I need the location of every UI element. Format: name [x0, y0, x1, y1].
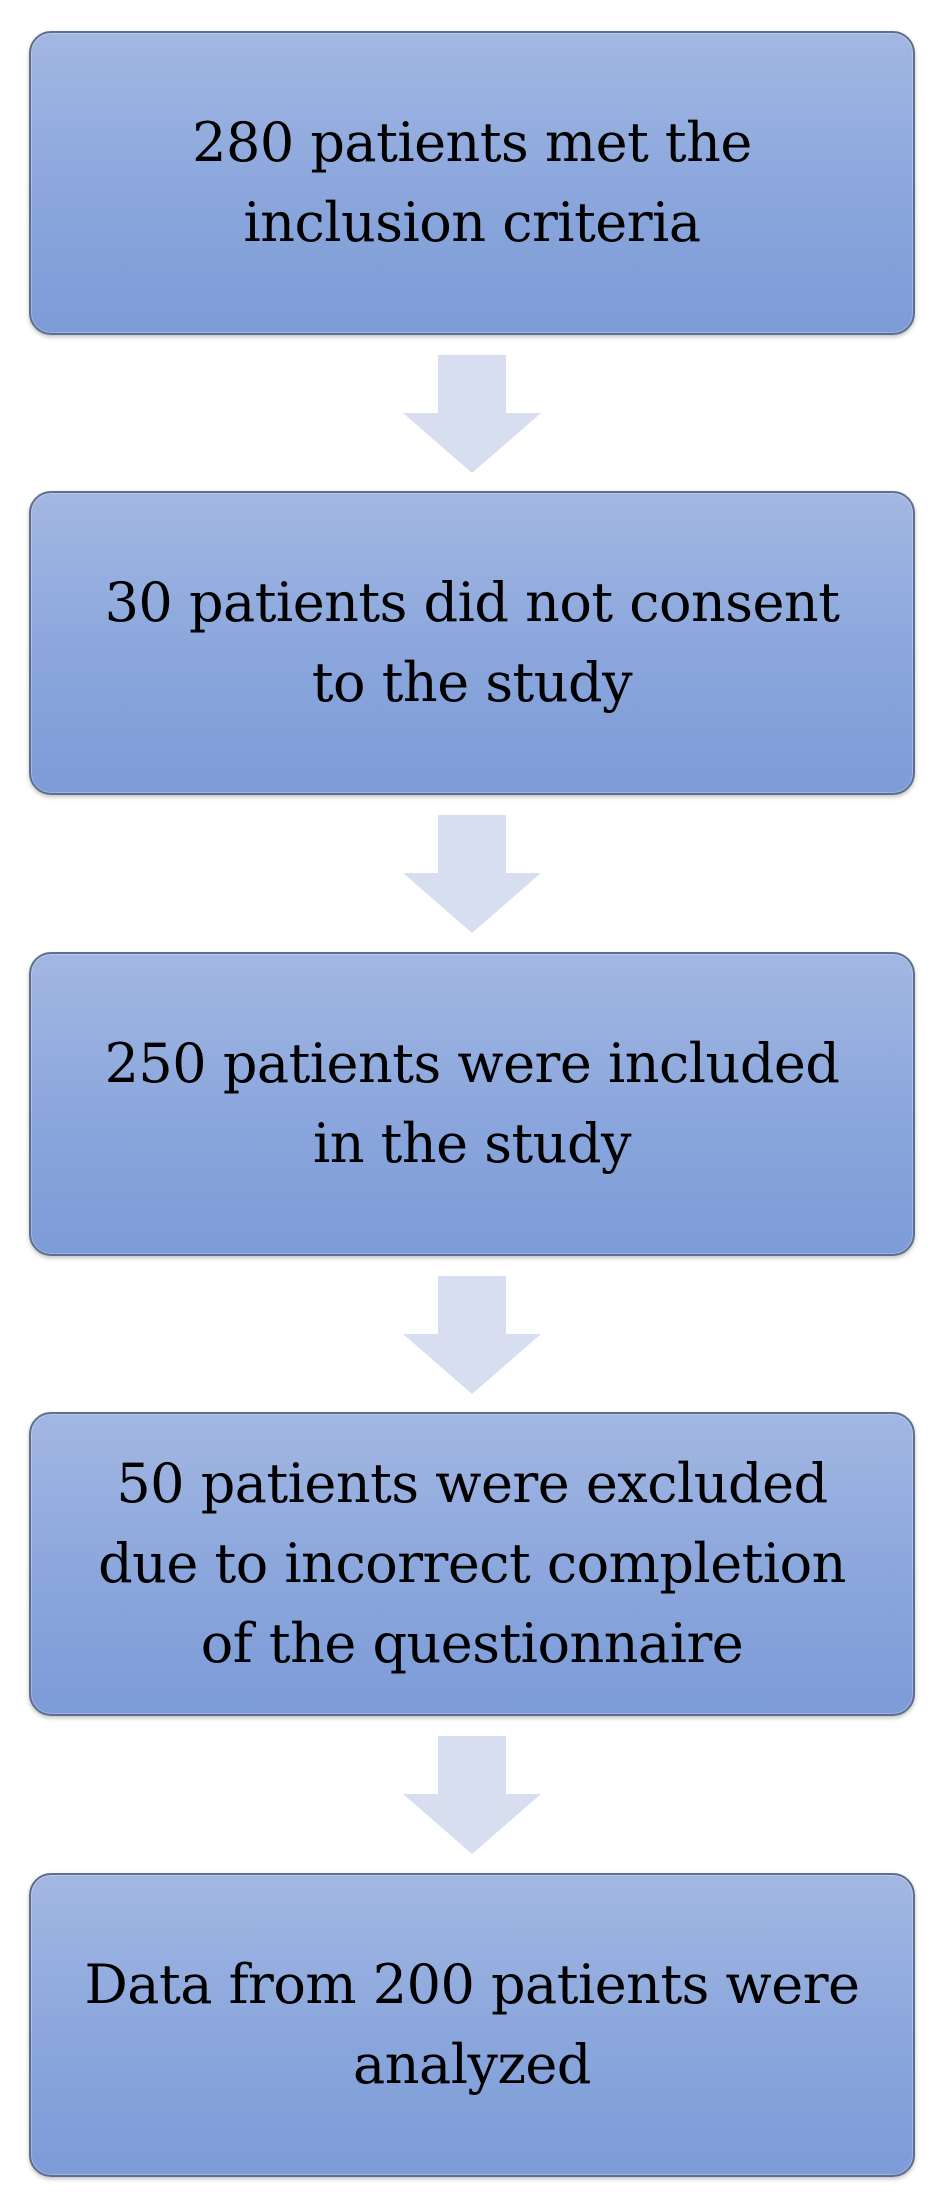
step-box-included: 250 patients were included in the study: [29, 952, 915, 1256]
step-label: 50 patients were excluded due to incorre…: [98, 1452, 846, 1675]
step-box-no-consent: 30 patients did not consent to the study: [29, 491, 915, 795]
step-box-inclusion-criteria: 280 patients met the inclusion criteria: [29, 31, 915, 335]
down-arrow-icon: [403, 1276, 541, 1394]
step-box-excluded: 50 patients were excluded due to incorre…: [29, 1412, 915, 1716]
down-arrow-icon: [403, 355, 541, 473]
down-arrow-icon: [403, 815, 541, 933]
down-arrow-icon: [403, 1736, 541, 1854]
step-label: Data from 200 patients were analyzed: [84, 1953, 860, 2096]
step-box-analyzed: Data from 200 patients were analyzed: [29, 1873, 915, 2177]
step-label: 30 patients did not consent to the study: [104, 571, 840, 714]
step-label: 250 patients were included in the study: [104, 1032, 840, 1175]
step-label: 280 patients met the inclusion criteria: [192, 111, 752, 254]
